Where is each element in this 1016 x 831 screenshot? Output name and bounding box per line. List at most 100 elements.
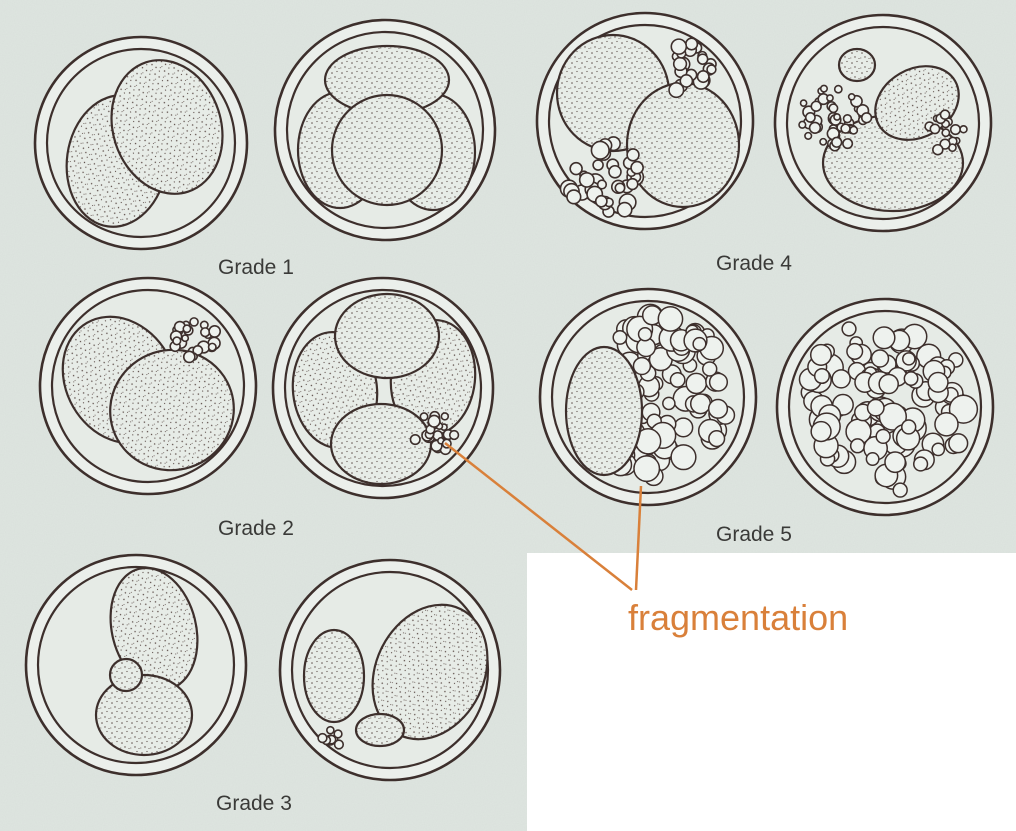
fragment (674, 418, 693, 437)
fragment (663, 397, 675, 409)
fragment (801, 100, 807, 106)
blastomere (627, 83, 739, 207)
fragment (827, 95, 833, 101)
fragment (820, 139, 826, 145)
fragment (805, 133, 812, 140)
embryo-grade1-a (35, 37, 247, 249)
fragment (428, 415, 440, 427)
fragment (691, 394, 711, 414)
fragment (671, 39, 686, 54)
fragment (951, 125, 961, 135)
fragment (697, 71, 708, 82)
blastomere (356, 714, 404, 746)
fragment (903, 353, 915, 365)
fragmentation-label: fragmentation (628, 597, 848, 638)
fragment (450, 431, 459, 440)
fragment (201, 328, 210, 337)
embryo-grade2-a (40, 278, 256, 494)
grade-2-label: Grade 2 (218, 517, 294, 540)
blastomere (566, 347, 642, 475)
embryo-grade2-b (273, 278, 493, 498)
fragment (441, 413, 448, 420)
fragment (876, 429, 890, 443)
fragment (698, 54, 708, 64)
fragment (885, 452, 905, 472)
fragment (829, 104, 837, 112)
blastomere (96, 675, 192, 755)
fragment (843, 139, 852, 148)
fragment (410, 435, 420, 445)
fragment (960, 126, 967, 133)
embryo-grade4-a (537, 13, 753, 229)
fragment (841, 124, 850, 133)
fragment (914, 457, 928, 471)
fragment (709, 399, 728, 418)
fragment (639, 328, 652, 341)
fragment (851, 439, 865, 453)
embryo-grade5-b (777, 299, 993, 515)
fragment (866, 453, 878, 465)
fragment (842, 322, 856, 336)
fragment (868, 400, 884, 416)
fragment (930, 124, 939, 133)
fragment (634, 456, 659, 481)
fragment (671, 445, 696, 470)
fragment (811, 101, 821, 111)
fragment (847, 344, 863, 360)
fragment (806, 113, 815, 122)
fragment (933, 145, 943, 155)
fragment (596, 196, 607, 207)
fragment (190, 318, 198, 326)
fragment (810, 122, 821, 133)
fragment (670, 373, 684, 387)
fragment (173, 337, 181, 345)
fragment (183, 325, 190, 332)
fragment (674, 58, 687, 71)
fragment (615, 183, 624, 192)
fragment (879, 374, 898, 393)
blastomere (304, 630, 364, 722)
fragment (327, 727, 334, 734)
fragment (799, 121, 806, 128)
fragment (942, 129, 949, 136)
fragment (609, 166, 621, 178)
fragment (904, 372, 917, 385)
fragment (420, 413, 427, 420)
fragment (633, 358, 650, 375)
embryo-grade4-b (775, 15, 991, 231)
fragment (580, 173, 594, 187)
fragment (703, 362, 717, 376)
fragment (707, 65, 716, 74)
fragment (928, 372, 948, 392)
fragment (686, 38, 698, 50)
fragment (844, 115, 852, 123)
fragment (850, 126, 857, 133)
fragment (627, 179, 638, 190)
fragment (893, 483, 907, 497)
fragment (862, 113, 872, 123)
fragment (680, 75, 692, 87)
fragment (835, 86, 842, 93)
embryo-grade3-a (26, 555, 246, 775)
fragment (811, 345, 832, 366)
fragment (618, 203, 632, 217)
fragment (613, 331, 626, 344)
fragment (873, 327, 895, 349)
fragment (593, 160, 603, 170)
grade-5-label: Grade 5 (716, 523, 792, 546)
fragment (902, 420, 916, 434)
fragment (658, 307, 682, 331)
fragment (932, 443, 944, 455)
blastomere (839, 49, 875, 81)
fragment (184, 351, 195, 362)
fragment (709, 431, 725, 447)
fragment (318, 734, 327, 743)
fragment (591, 141, 609, 159)
embryo-grade5-a (540, 289, 756, 505)
blastomere (332, 95, 442, 205)
fragment (935, 413, 958, 436)
fragment (872, 350, 889, 367)
fragment (335, 740, 344, 749)
